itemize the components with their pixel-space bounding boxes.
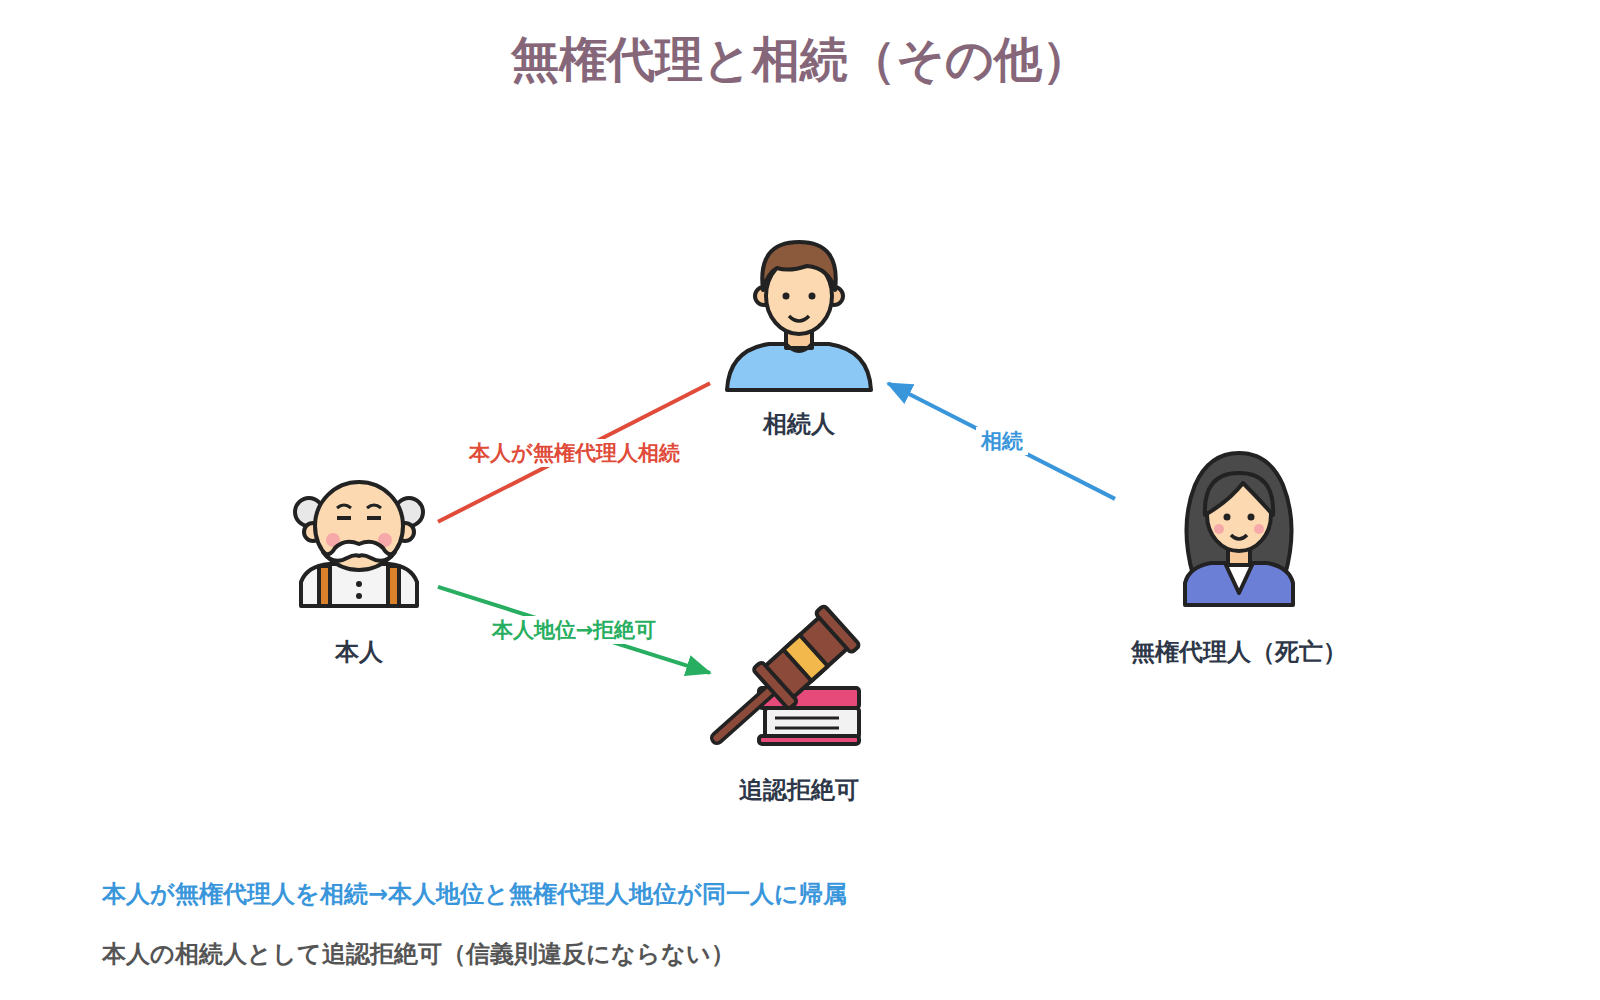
connector-line — [438, 383, 710, 521]
node-label: 相続人 — [763, 408, 835, 440]
edge-label: 本人地位→拒絶可 — [487, 616, 662, 644]
edge-label: 本人が無権代理人相続 — [464, 439, 685, 467]
person-node: 追認拒絶可 — [714, 596, 884, 806]
heir-icon — [727, 242, 871, 390]
explanation-note: 本人の相続人として追認拒絶可（信義則違反にならない） — [102, 938, 735, 970]
person-node: 無権代理人（死亡） — [1119, 456, 1359, 668]
explanation-note: 本人が無権代理人を相続→本人地位と無権代理人地位が同一人に帰属 — [102, 878, 847, 910]
principal-icon — [295, 482, 423, 606]
node-label: 追認拒絶可 — [739, 774, 859, 806]
node-label: 本人 — [335, 636, 383, 668]
edge-label: 相続 — [976, 427, 1028, 455]
connector-line — [888, 383, 1115, 499]
diagram-title: 無権代理と相続（その他） — [0, 28, 1600, 92]
person-node: 相続人 — [714, 236, 884, 440]
agent-icon — [1185, 453, 1293, 605]
connector-line — [438, 587, 710, 673]
person-node: 本人 — [284, 456, 434, 668]
node-label: 無権代理人（死亡） — [1131, 636, 1347, 668]
gavel-icon — [717, 605, 860, 744]
